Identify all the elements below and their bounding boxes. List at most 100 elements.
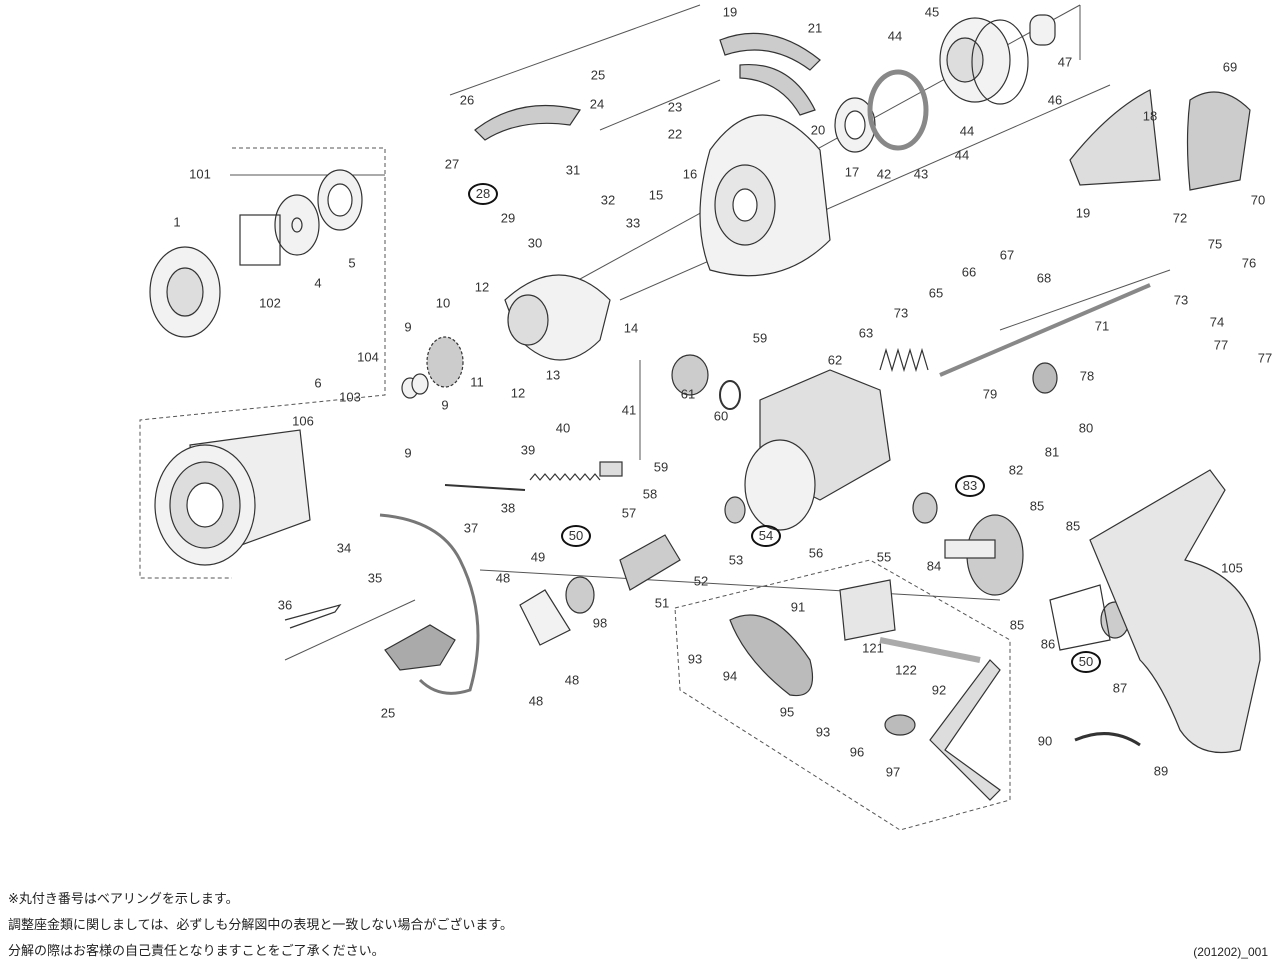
- bearing-part-number: 54: [751, 525, 781, 547]
- part-number: 1: [173, 214, 181, 230]
- part-number: 85: [1009, 617, 1025, 633]
- part-number: 78: [1079, 368, 1095, 384]
- part-54-bearing: [724, 496, 746, 524]
- part-number: 70: [1250, 192, 1266, 208]
- part-number: 18: [1142, 108, 1158, 124]
- part-number: 36: [277, 597, 293, 613]
- part-number: 73: [893, 305, 909, 321]
- part-number: 65: [928, 285, 944, 301]
- part-number: 44: [887, 28, 903, 44]
- part-50-bearing: [565, 576, 595, 614]
- part-number: 61: [680, 386, 696, 402]
- part-102-sheet: [239, 214, 281, 266]
- part-number: 32: [600, 192, 616, 208]
- part-number: 85: [1065, 518, 1081, 534]
- part-number: 49: [530, 549, 546, 565]
- part-63-spring: [879, 347, 929, 373]
- part-number: 47: [1057, 54, 1073, 70]
- part-number: 31: [565, 162, 581, 178]
- part-number: 93: [815, 724, 831, 740]
- part-number: 24: [589, 96, 605, 112]
- part-number: 121: [862, 640, 884, 656]
- part-frame-plate: [744, 439, 816, 531]
- part-number: 86: [1040, 636, 1056, 652]
- part-number: 89: [1153, 763, 1169, 779]
- part-number: 66: [961, 264, 977, 280]
- part-105-cover: [1089, 469, 1261, 754]
- part-number: 98: [592, 615, 608, 631]
- part-number: 69: [1222, 59, 1238, 75]
- part-number: 12: [474, 279, 490, 295]
- part-51-pinion: [619, 534, 681, 591]
- part-number: 106: [292, 413, 314, 429]
- part-number: 4: [314, 275, 322, 291]
- part-number: 45: [924, 4, 940, 20]
- bearing-part-number: 50: [561, 525, 591, 547]
- part-number: 35: [367, 570, 383, 586]
- part-number: 68: [1036, 270, 1052, 286]
- part-number: 75: [1207, 236, 1223, 252]
- part-number: 74: [1209, 314, 1225, 330]
- part-number: 122: [895, 662, 917, 678]
- part-number: 77: [1257, 350, 1273, 366]
- part-number: 87: [1112, 680, 1128, 696]
- part-number: 102: [259, 295, 281, 311]
- part-number: 55: [876, 549, 892, 565]
- part-number: 57: [621, 505, 637, 521]
- part-71-shaft: [939, 283, 1151, 377]
- part-number: 59: [752, 330, 768, 346]
- part-number: 19: [722, 4, 738, 20]
- part-94-knob: [729, 614, 814, 697]
- part-number: 33: [625, 215, 641, 231]
- part-24-arm: [474, 104, 581, 141]
- part-36-spring: [284, 603, 342, 629]
- part-number: 97: [885, 764, 901, 780]
- part-number: 11: [470, 374, 484, 390]
- part-number: 9: [404, 319, 412, 335]
- part-number: 9: [404, 445, 412, 461]
- diagram-code: (201202)_001: [1193, 945, 1268, 959]
- part-38-rod: [444, 484, 526, 491]
- part-number: 23: [667, 99, 683, 115]
- bearing-part-number: 28: [468, 183, 498, 205]
- part-number: 91: [790, 599, 806, 615]
- note-shims: 調整座金類に関しましては、必ずしも分解図中の表現と一致しない場合がございます。: [8, 918, 514, 933]
- part-90-handle: [929, 659, 1001, 801]
- part-18-cover: [1069, 89, 1161, 186]
- part-number: 20: [810, 122, 826, 138]
- part-number: 44: [959, 123, 975, 139]
- part-number: 27: [444, 156, 460, 172]
- part-number: 105: [1221, 560, 1243, 576]
- part-92-shaft: [879, 637, 981, 663]
- part-60-ring: [719, 380, 741, 410]
- part-number: 42: [876, 166, 892, 182]
- part-number: 34: [336, 540, 352, 556]
- part-number: 59: [653, 459, 669, 475]
- part-89-guard: [1074, 732, 1141, 747]
- part-number: 37: [463, 520, 479, 536]
- part-40-spring: [529, 473, 601, 481]
- part-number: 22: [667, 126, 683, 142]
- part-number: 5: [348, 255, 356, 271]
- part-number: 63: [858, 325, 874, 341]
- part-number: 6: [314, 375, 322, 391]
- part-number: 48: [495, 570, 511, 586]
- part-number: 15: [648, 187, 664, 203]
- note-bearing: ※丸付き番号はベアリングを示します。: [8, 892, 239, 907]
- part-47-collar: [1029, 14, 1056, 46]
- part-number: 72: [1172, 210, 1188, 226]
- part-number: 101: [189, 166, 211, 182]
- part-number: 30: [527, 235, 543, 251]
- part-number: 48: [528, 693, 544, 709]
- part-number: 19: [1075, 205, 1091, 221]
- part-number: 92: [931, 682, 947, 698]
- part-number: 40: [555, 420, 571, 436]
- part-21-bail-arm: [719, 32, 821, 71]
- part-69-cover: [1186, 91, 1251, 191]
- part-number: 13: [545, 367, 561, 383]
- part-number: 51: [654, 595, 670, 611]
- part-number: 80: [1078, 420, 1094, 436]
- handle-group-outline: [674, 559, 1011, 831]
- exploded-parts-diagram: [139, 4, 1261, 831]
- part-number: 76: [1241, 255, 1257, 271]
